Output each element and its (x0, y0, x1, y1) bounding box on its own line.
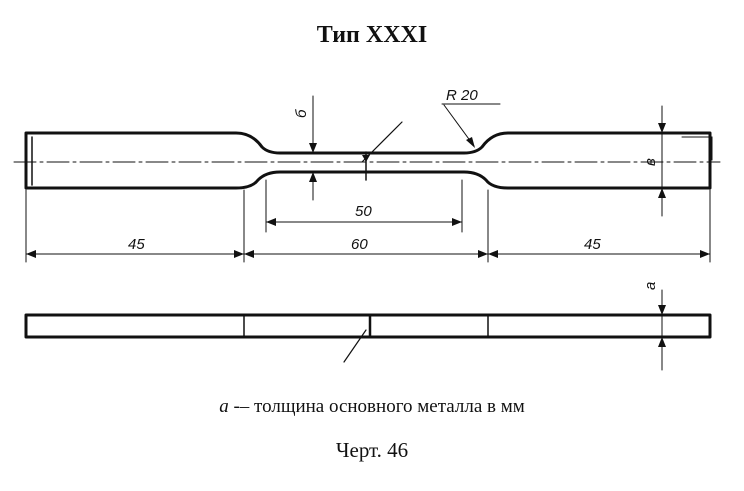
label-dim-45-right: 45 (584, 236, 601, 253)
label-dim-45-left: 45 (128, 236, 145, 253)
label-dim-60: 60 (351, 236, 368, 253)
drawing-title: Тип XXXI (316, 22, 428, 48)
specimen-side-view (24, 313, 712, 339)
caption-symbol: а (219, 396, 229, 417)
weld-leader-side (343, 329, 367, 363)
specimen-outline-top-view (24, 131, 712, 190)
label-thickness-a: а (642, 282, 659, 290)
label-radius: R 20 (446, 87, 478, 104)
label-width-v: в (642, 158, 659, 166)
label-dim-50: 50 (355, 203, 372, 220)
figure-number: Черт. 46 (335, 438, 409, 462)
caption-text: -– толщина основного металла в мм (228, 396, 525, 417)
label-thickness-b: б (293, 109, 310, 118)
caption: а -– толщина основного металла в мм (0, 396, 744, 418)
